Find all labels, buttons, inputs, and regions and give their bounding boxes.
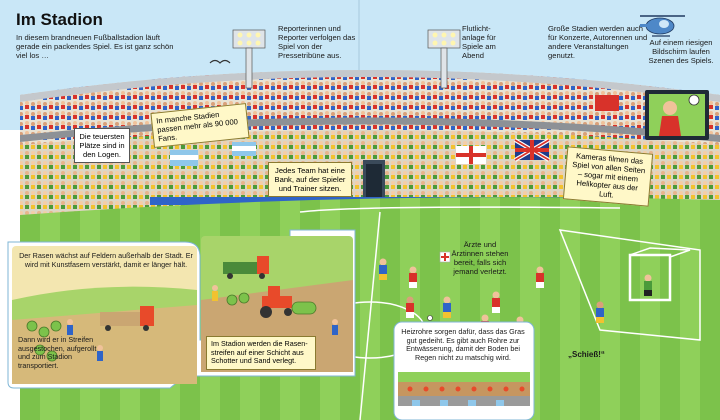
caption-bench: Jedes Team hat eine Bank, auf der Spiele… [268,162,352,197]
red-cross-icon [439,251,451,263]
caption-heating: Heizrohre sorgen dafür, dass das Gras gu… [401,327,525,362]
page-title: Im Stadion [16,10,103,29]
helicopter-icon [640,15,685,37]
caption-doctors: Ärzte und Ärztinnen stehen bereit, falls… [451,240,509,276]
caption-turf-laid: Im Stadion werden die Rasen-streifen auf… [206,336,316,370]
tractor-icon [260,286,317,318]
caption-floodlights: Flutlicht-anlage für Spiele am Abend [462,24,496,60]
caption-intro: In diesem brandneuen Fußballstadion läuf… [16,33,174,60]
seagull-icon [209,59,231,64]
caption-big-stadiums: Große Stadien werden auch für Konzerte, … [548,24,648,60]
caption-turf-cut: Dann wird er in Streifen ausgestochen, a… [18,335,97,370]
caption-boxes: Die teuersten Plätze sind in den Logen. [74,128,130,163]
speech-shout: „Schieß!“ [568,350,605,359]
caption-reporters: Reporterinnen und Reporter verfolgen das… [278,24,356,60]
lorry-icon [223,256,269,279]
caption-cameras: Kameras filmen das Spiel von allen Seite… [562,146,654,207]
caption-turf-grown: Der Rasen wächst auf Feldern außerhalb d… [19,251,193,269]
caption-big-screen: Auf einem riesigen Bildschirm laufen Sze… [648,38,714,65]
